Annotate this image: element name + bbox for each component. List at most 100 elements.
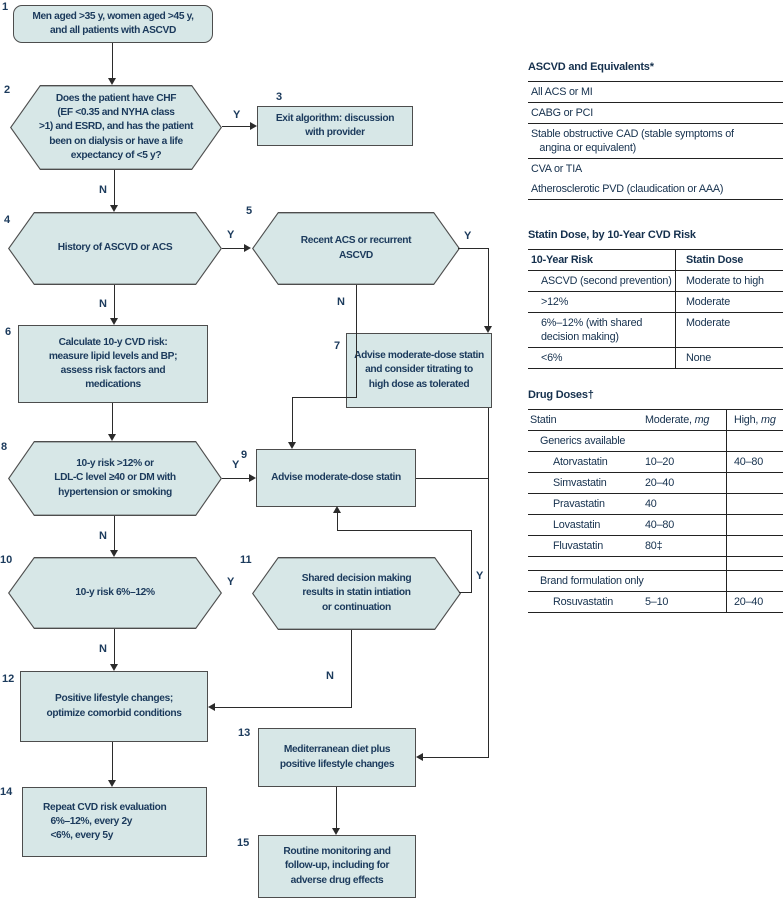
unit-label: mg [761,413,776,426]
node-8-text: 10-y risk >12% or LDL-C level ≥40 or DM … [54,458,176,498]
node-11-number: 11 [240,554,252,566]
unit-label: mg [694,413,710,426]
arrowhead [110,205,118,212]
column-header: Statin Dose [686,253,744,266]
node-10-number: 10 [0,554,13,566]
connector-5-7 [458,248,489,250]
connector-11-9 [337,513,339,531]
table-row: <6% None [528,348,783,370]
node-4-number: 4 [4,214,11,226]
node-12-action: Positive lifestyle changes; optimize com… [20,671,208,742]
table-body: 10-Year Risk Statin Dose ASCVD (second p… [528,249,783,370]
connector-7-13 [488,408,490,758]
table-title: Drug Doses† [528,389,594,401]
cell [528,557,645,566]
arrowhead [108,434,116,441]
column-header: Moderate, mg [645,410,726,430]
connector-8-9 [222,478,249,480]
hexagon-fill [253,558,459,628]
table-row: Rosuvastatin 5–10 20–40 [528,592,783,614]
cell: None [686,351,712,364]
cell: Fluvastatin [553,539,604,552]
arrowhead [110,318,118,325]
connector-12-14 [112,742,114,781]
cell: 40 [645,497,657,510]
connector-11-12 [215,707,352,709]
table-row: Stable obstructive CAD (stable symptoms … [528,124,783,160]
table-body: All ACS or MI CABG or PCI Stable obstruc… [528,81,783,201]
node-10-text: 10-y risk 6%–12% [75,586,155,598]
no-label: N [326,670,334,682]
table-row: All ACS or MI [528,82,783,104]
node-5-text: Recent ACS or recurrent ASCVD [300,235,412,261]
node-14-number: 14 [0,786,13,798]
connector-13-15 [336,787,338,829]
cell: Rosuvastatin [553,595,614,608]
cell [726,473,783,494]
table-row: CVA or TIA [531,162,583,175]
arrowhead [110,664,118,671]
no-label: N [99,530,107,542]
node-15-number: 15 [237,837,250,849]
yes-label: Y [233,109,241,121]
column-header-label: High, [734,413,759,426]
cell: 20–40 [645,476,675,489]
cell [726,515,783,536]
cell [726,431,783,452]
node-11-decision: Shared decision making results in statin… [252,557,461,630]
node-15-action: Routine monitoring and follow-up, includ… [258,835,416,898]
no-label: N [99,643,107,655]
connector-2-3 [222,126,250,128]
table-row: ASCVD (second prevention) Moderate to hi… [528,271,783,293]
column-header: 10-Year Risk [528,250,676,271]
hexagon-fill [11,86,220,168]
connector-9-13 [416,478,489,480]
column-header-label: Moderate, [645,413,692,426]
node-2-text: Does the patient have CHF (EF <0.35 and … [38,93,194,161]
table-row: 6%–12% (with shared decision making) Mod… [528,313,783,349]
table-row: Simvastatin 20–40 [528,473,783,495]
connector-5-7 [488,248,490,327]
arrowhead [108,78,116,85]
cell: 10–20 [645,455,675,468]
cell [645,571,726,591]
table-row: Fluvastatin 80‡ [528,536,783,558]
cell: 5–10 [645,595,669,608]
cell: Atorvastatin [553,455,608,468]
node-13-action: Mediterranean diet plus positive lifesty… [258,728,416,787]
node-3-exit: Exit algorithm: discussion with provider [257,106,413,146]
cell [645,431,726,451]
cell: >12% [528,292,676,313]
no-label: N [99,184,107,196]
connector-6-8 [112,403,114,435]
node-6-number: 6 [5,326,12,338]
yes-label: Y [227,229,235,241]
hexagon-fill [9,558,220,627]
table-title: ASCVD and Equivalents* [528,61,654,73]
yes-label: Y [227,576,235,588]
connector-11-9 [471,530,473,593]
ascvd-equivalents-table: ASCVD and Equivalents* All ACS or MI CAB… [528,61,783,201]
cell: Lovastatin [553,518,601,531]
connector-2-4 [114,170,116,206]
connector-10-12 [114,629,116,665]
table-row: Pravastatin 40 [528,494,783,516]
cell: 40–80 [726,452,783,473]
table-spacer-row [528,557,783,572]
table-row: CABG or PCI [528,103,783,125]
cell: Moderate to high [686,274,764,287]
cell: Brand formulation only [540,574,644,587]
connector-5-9 [356,285,358,398]
node-3-number: 3 [276,91,283,103]
connector-4-6 [114,285,116,319]
node-12-number: 12 [2,673,15,685]
cell [726,536,783,557]
node-8-number: 8 [1,441,8,453]
yes-label: Y [232,459,240,471]
node-14-action: Repeat CVD risk evaluation 6%–12%, every… [22,787,207,857]
cell [726,494,783,515]
table-group-row: Generics available [528,431,783,453]
yes-label: Y [464,230,472,242]
connector-11-9 [338,530,472,532]
node-4-text: History of ASCVD or ACS [57,242,173,254]
